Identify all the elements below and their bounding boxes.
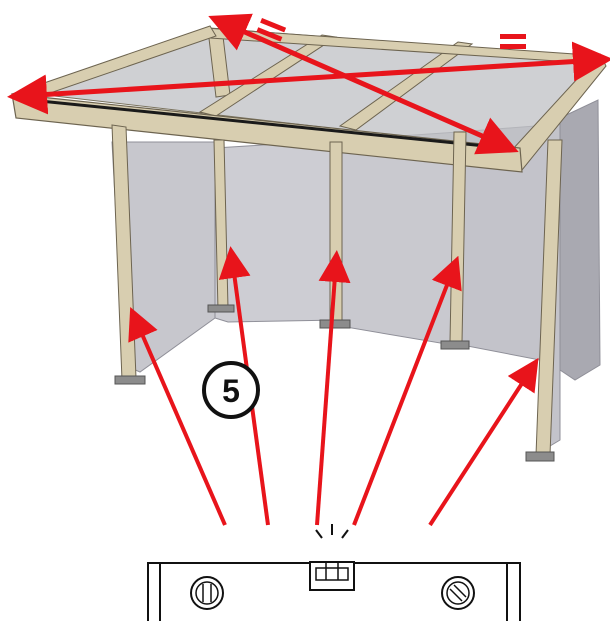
spirit-level-icon: [147, 524, 521, 621]
side-panel-right: [559, 99, 601, 381]
foot-plate-5: [525, 451, 555, 462]
diagonal-arrow-2: [7, 41, 610, 115]
step-number: 5: [222, 373, 240, 409]
sparkle-line-right: [341, 529, 349, 539]
foot-plate-4: [440, 340, 470, 350]
back-panel-middle: [339, 131, 459, 346]
level-arrow-post-5: [428, 357, 539, 527]
angle-vial-mark-2: [453, 584, 467, 598]
level-arrow-post-4: [352, 255, 462, 526]
sparkle-line-left: [315, 529, 323, 539]
diagonal-measure-arrows: [7, 13, 610, 155]
foot-plate-3: [319, 319, 351, 329]
equal-mark-left-bar-2: [256, 27, 283, 42]
bubble-inner: [315, 567, 349, 581]
foot-plate-1: [114, 375, 146, 385]
level-arrow-post-1: [128, 306, 227, 526]
equal-marks: [256, 18, 526, 49]
equal-mark-right-bar-1: [500, 34, 526, 39]
equal-mark-right-bar-2: [500, 44, 526, 49]
angle-vial-mark-1: [449, 588, 463, 602]
level-arrow-post-3: [315, 250, 351, 526]
back-panel-left: [214, 139, 341, 323]
angle-vial-inner: [446, 581, 470, 605]
equal-mark-left-bar-1: [260, 18, 287, 33]
vertical-vial-inner: [195, 581, 219, 605]
foot-plate-2: [207, 304, 235, 313]
step-number-badge: 5: [202, 361, 260, 419]
